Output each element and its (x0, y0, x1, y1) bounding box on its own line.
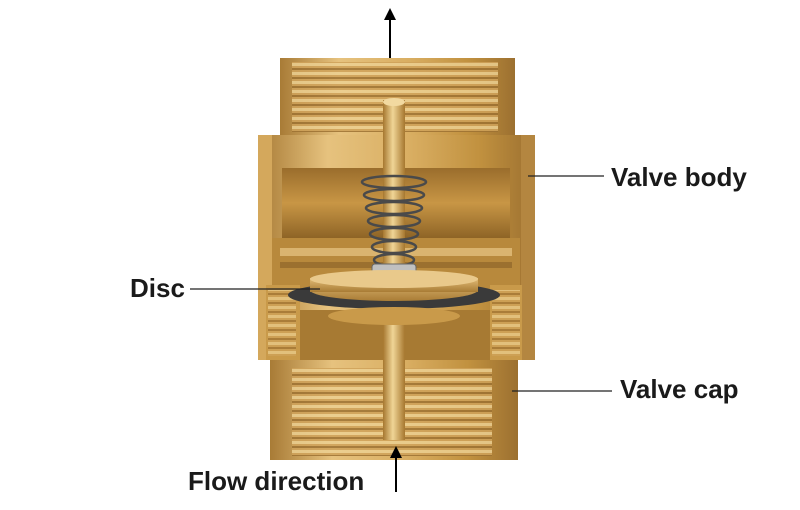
flow-arrow-top (384, 8, 396, 58)
label-disc: Disc (130, 275, 185, 301)
label-valve-cap: Valve cap (620, 376, 739, 402)
label-flow-direction: Flow direction (188, 468, 364, 494)
label-valve-body: Valve body (611, 164, 747, 190)
